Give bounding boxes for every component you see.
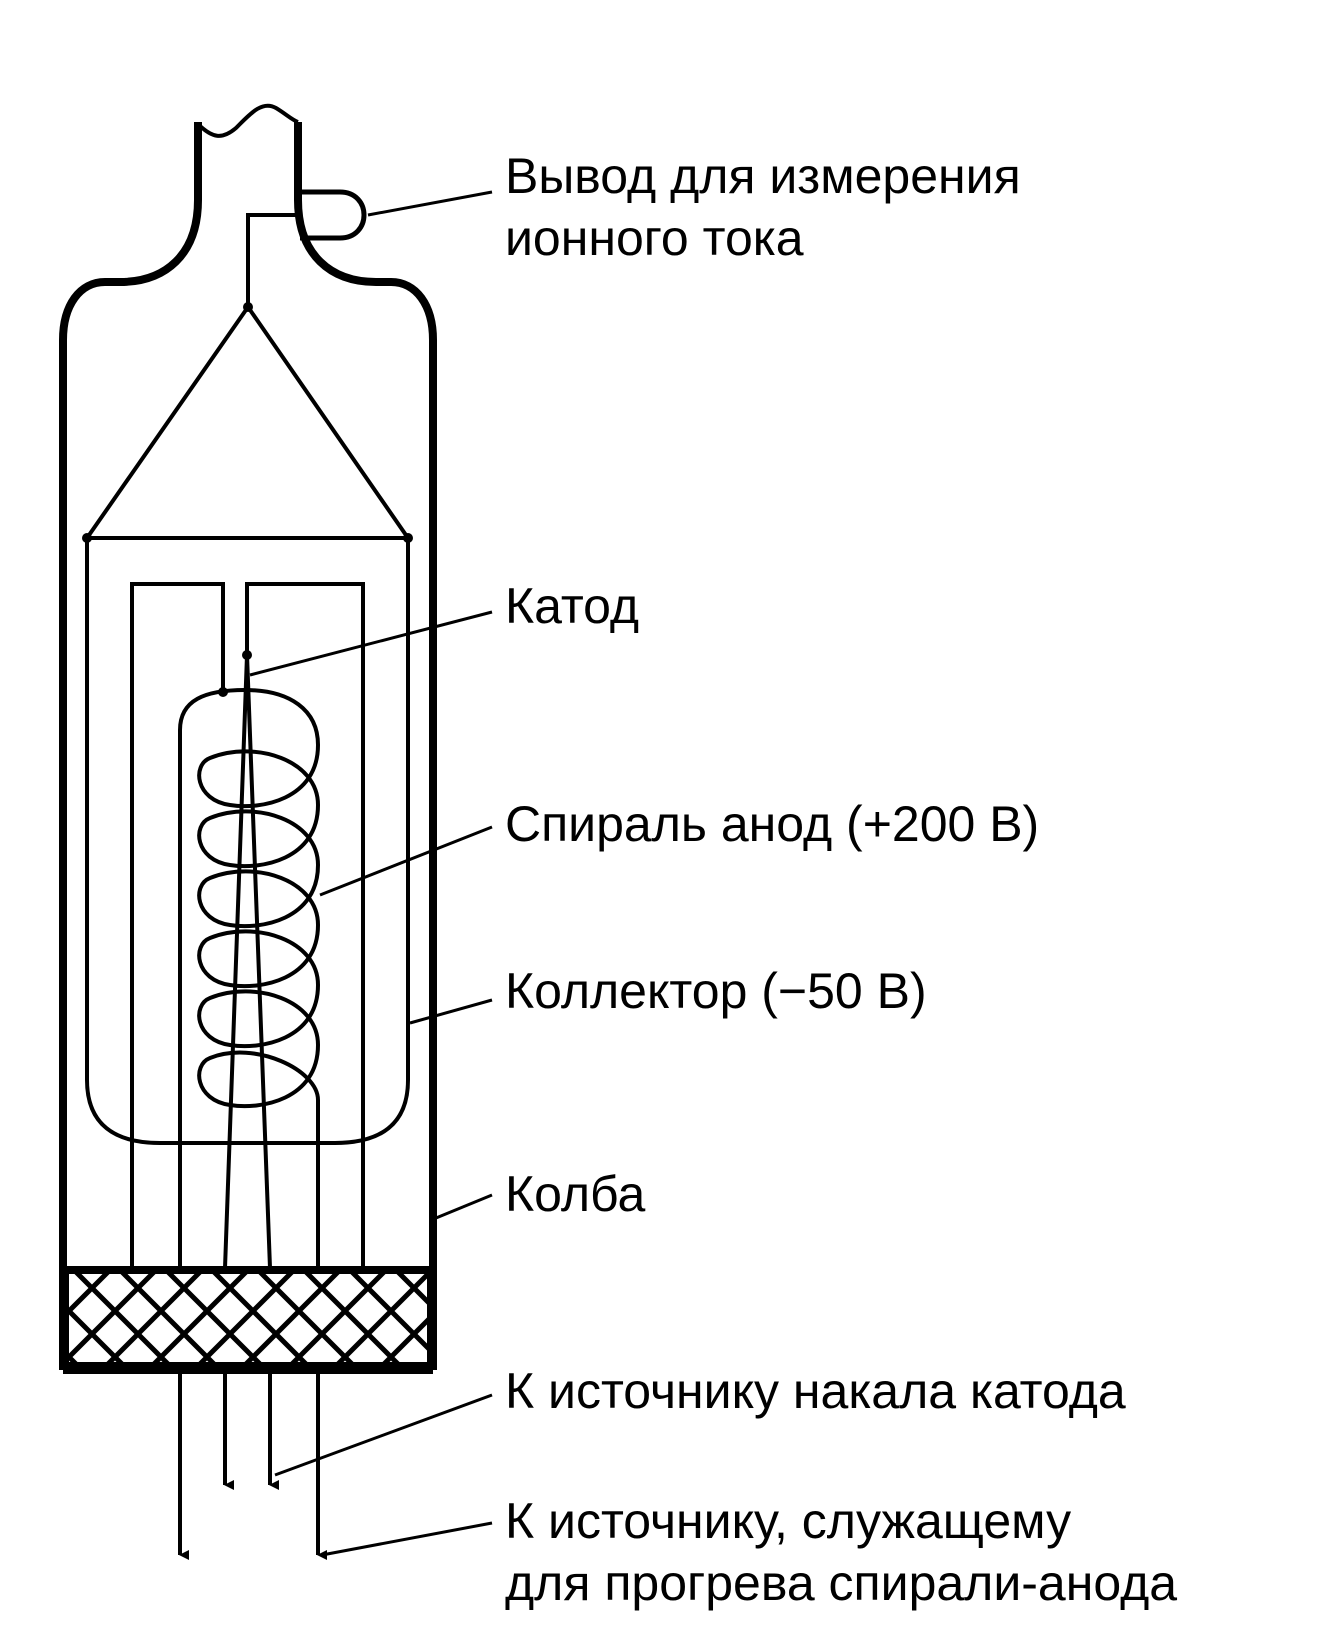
leader-bulb [435,1193,493,1220]
label-bulb: Колба [505,1166,646,1222]
label-anode-heating-source-line-1: К источнику, служащему [505,1493,1072,1549]
cathode-frame-right [245,582,365,1268]
leader-cathode [249,610,493,677]
leader-spiral-anode [319,825,493,897]
leader-collector [409,998,493,1025]
socket-base [61,1266,435,1370]
label-cathode: Катод [505,578,640,634]
leader-anode-heating [321,1521,493,1557]
label-ion-current-lead-line-2: ионного тока [505,210,804,266]
ion-lead-wire [246,213,300,305]
label-collector: Коллектор (−50 В) [505,963,927,1019]
cathode-filament [223,654,272,1269]
bulb-outline [59,122,437,1370]
cathode-frame-left [130,582,225,1268]
label-anode-heating-source-line-2: для прогрева спирали-анода [505,1555,1178,1611]
collector-support [85,305,410,540]
label-ion-current-lead-line-1: Вывод для измерения [505,148,1021,204]
leader-heater-source [274,1393,493,1477]
label-spiral-anode: Спираль анод (+200 В) [505,796,1040,852]
label-anode-heating-source: К источнику, служащему для прогрева спир… [505,1490,1177,1614]
bulb-neck-break [196,103,299,138]
label-cathode-heater-source: К источнику накала катода [505,1363,1126,1419]
collector-cylinder [85,538,410,1145]
spiral-anode [178,687,321,1268]
label-ion-current-lead: Вывод для измерения ионного тока [505,145,1021,269]
ion-lead-knob [300,189,367,241]
leader-ion-lead [367,190,493,217]
